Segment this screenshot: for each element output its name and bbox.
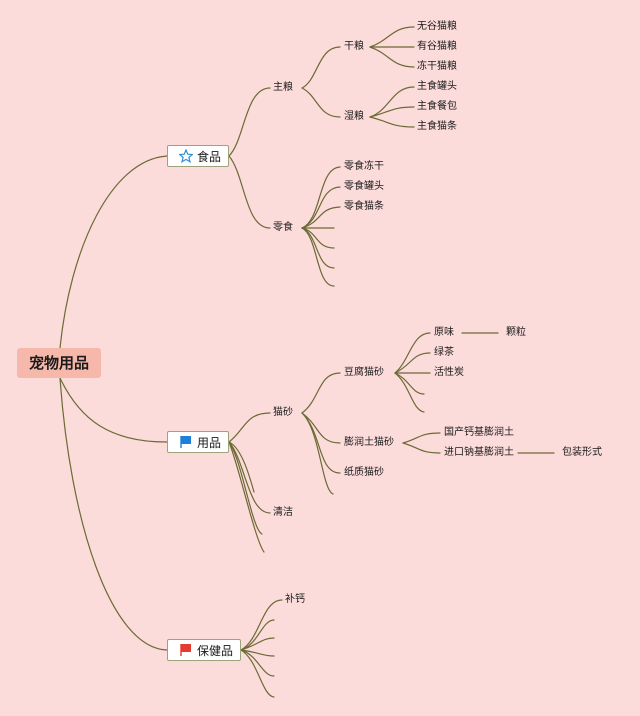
node-snack-item[interactable]: 零食猫条	[344, 201, 384, 212]
node-dry-item[interactable]: 无谷猫粮	[417, 21, 457, 32]
blue-flag-icon	[180, 436, 191, 448]
node-tofu-litter[interactable]: 豆腐猫砂	[344, 367, 384, 378]
category-supplies[interactable]: 用品	[167, 431, 229, 453]
node-wet-item[interactable]: 主食罐头	[417, 81, 457, 92]
category-health[interactable]: 保健品	[167, 639, 241, 661]
node-snack-item[interactable]: 零食罐头	[344, 181, 384, 192]
node-paper-litter[interactable]: 纸质猫砂	[344, 467, 384, 478]
node-litter[interactable]: 猫砂	[273, 407, 293, 418]
root-node[interactable]: 宠物用品	[17, 348, 101, 378]
node-tofu-item[interactable]: 绿茶	[434, 347, 454, 358]
node-bentonite-item[interactable]: 进口钠基膨润土	[444, 447, 514, 458]
node-calcium[interactable]: 补钙	[285, 594, 305, 605]
node-bentonite-litter[interactable]: 膨润土猫砂	[344, 437, 394, 448]
node-wet-item[interactable]: 主食猫条	[417, 121, 457, 132]
node-tofu-item[interactable]: 原味	[434, 327, 454, 338]
link-root-health	[59, 377, 168, 651]
node-dry-item[interactable]: 冻干猫粮	[417, 61, 457, 72]
node-bentonite-item[interactable]: 国产钙基膨润土	[444, 427, 514, 438]
node-wet-item[interactable]: 主食餐包	[417, 101, 457, 112]
node-cleaning[interactable]: 清洁	[273, 507, 293, 518]
node-granule[interactable]: 颗粒	[506, 327, 526, 338]
link-root-food	[59, 155, 168, 349]
node-snack[interactable]: 零食	[273, 222, 293, 233]
node-packaging[interactable]: 包装形式	[562, 447, 602, 458]
link-root-supplies	[59, 377, 168, 443]
node-snack-item[interactable]: 零食冻干	[344, 161, 384, 172]
category-health-label: 保健品	[197, 643, 234, 658]
category-food[interactable]: 食品	[167, 145, 229, 167]
star-icon	[179, 149, 193, 163]
category-food-label: 食品	[197, 149, 222, 164]
node-wet-food[interactable]: 湿粮	[344, 111, 364, 122]
category-supplies-label: 用品	[197, 435, 222, 450]
node-tofu-item[interactable]: 活性炭	[434, 367, 464, 378]
node-main-food[interactable]: 主粮	[273, 82, 293, 93]
red-flag-icon	[180, 644, 191, 656]
node-dry-food[interactable]: 干粮	[344, 41, 364, 52]
node-dry-item[interactable]: 有谷猫粮	[417, 41, 457, 52]
